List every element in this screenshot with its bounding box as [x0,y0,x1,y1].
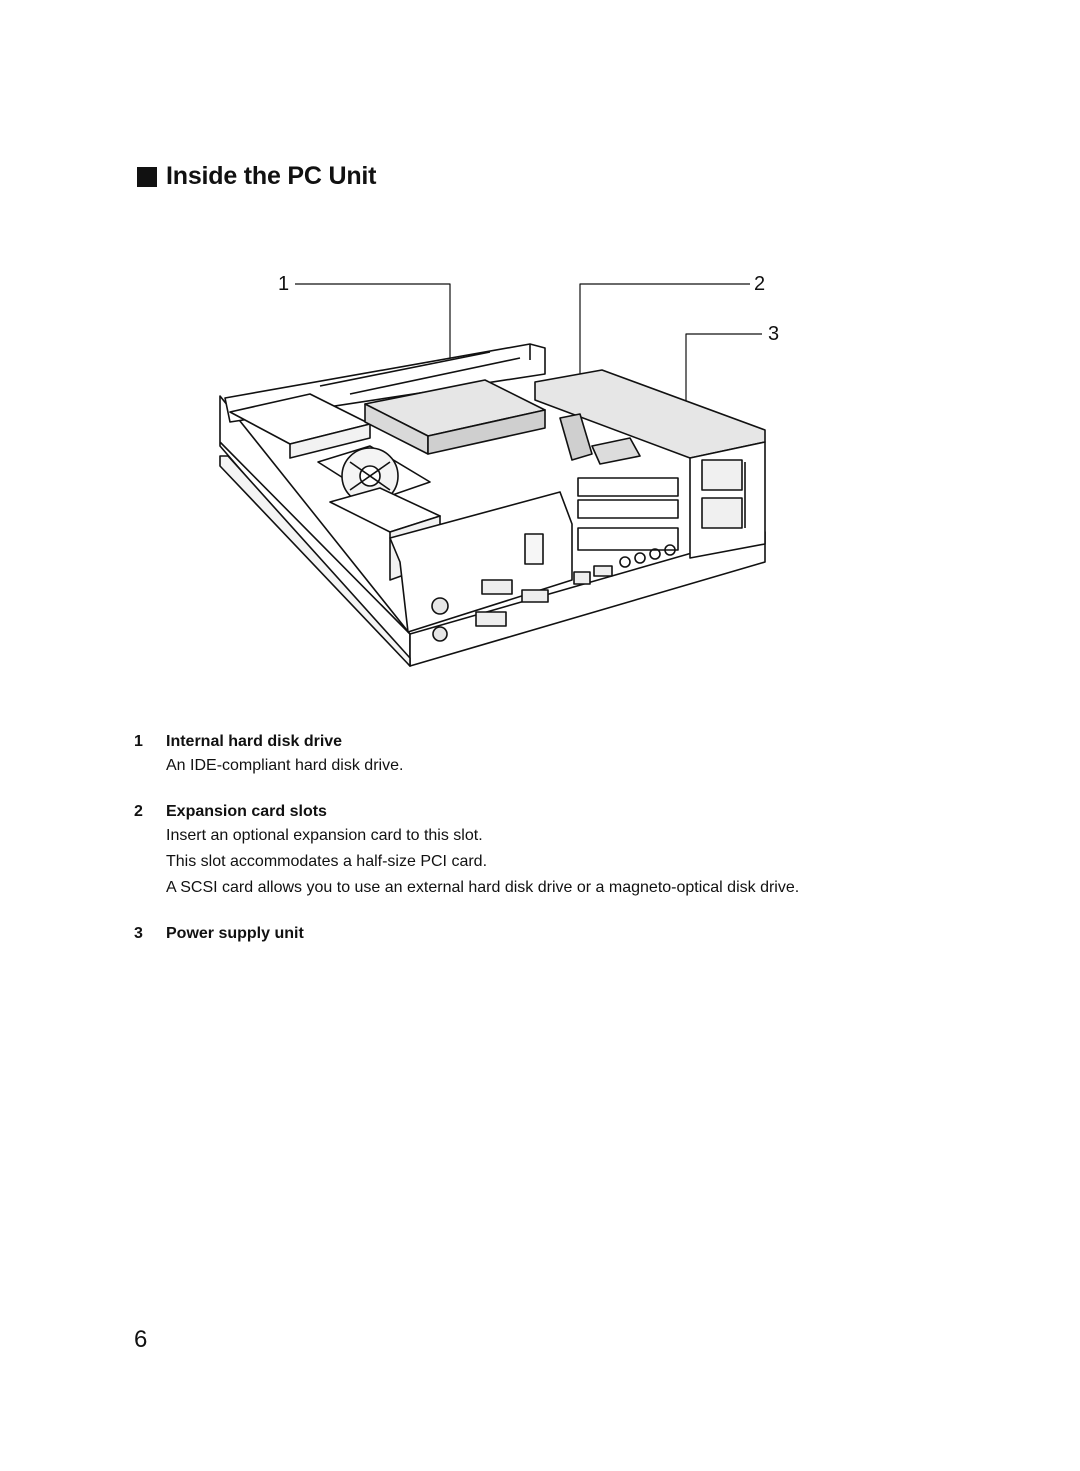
item-number: 1 [134,733,143,750]
pc-unit-illustration: 1 2 3 [200,262,800,682]
item-description: This slot accommodates a half-size PCI c… [166,853,488,870]
list-item-power-supply: 3 Power supply unit [134,923,1014,945]
callout-1: 1 [278,273,290,295]
item-title: Expansion card slots [166,803,327,820]
pc-unit-drawing [219,283,766,667]
item-description: A SCSI card allows you to use an externa… [166,879,800,896]
item-title: Internal hard disk drive [166,733,343,750]
list-item-hard-disk: 1 Internal hard disk drive An IDE-compli… [134,731,1014,779]
section-title: Inside the PC Unit [166,162,377,190]
component-list: 1 Internal hard disk drive An IDE-compli… [134,731,1014,967]
item-number: 3 [134,925,143,942]
page-number: 6 [134,1326,148,1353]
callout-2: 2 [754,273,766,295]
item-description: An IDE-compliant hard disk drive. [166,757,404,774]
item-number: 2 [134,803,143,820]
item-description: Insert an optional expansion card to thi… [166,827,483,844]
list-item-expansion-slots: 2 Expansion card slots Insert an optiona… [134,801,1014,901]
callout-3: 3 [768,323,780,345]
section-heading: Inside the PC Unit [137,162,377,191]
square-bullet-icon [137,166,157,187]
item-title: Power supply unit [166,925,304,942]
